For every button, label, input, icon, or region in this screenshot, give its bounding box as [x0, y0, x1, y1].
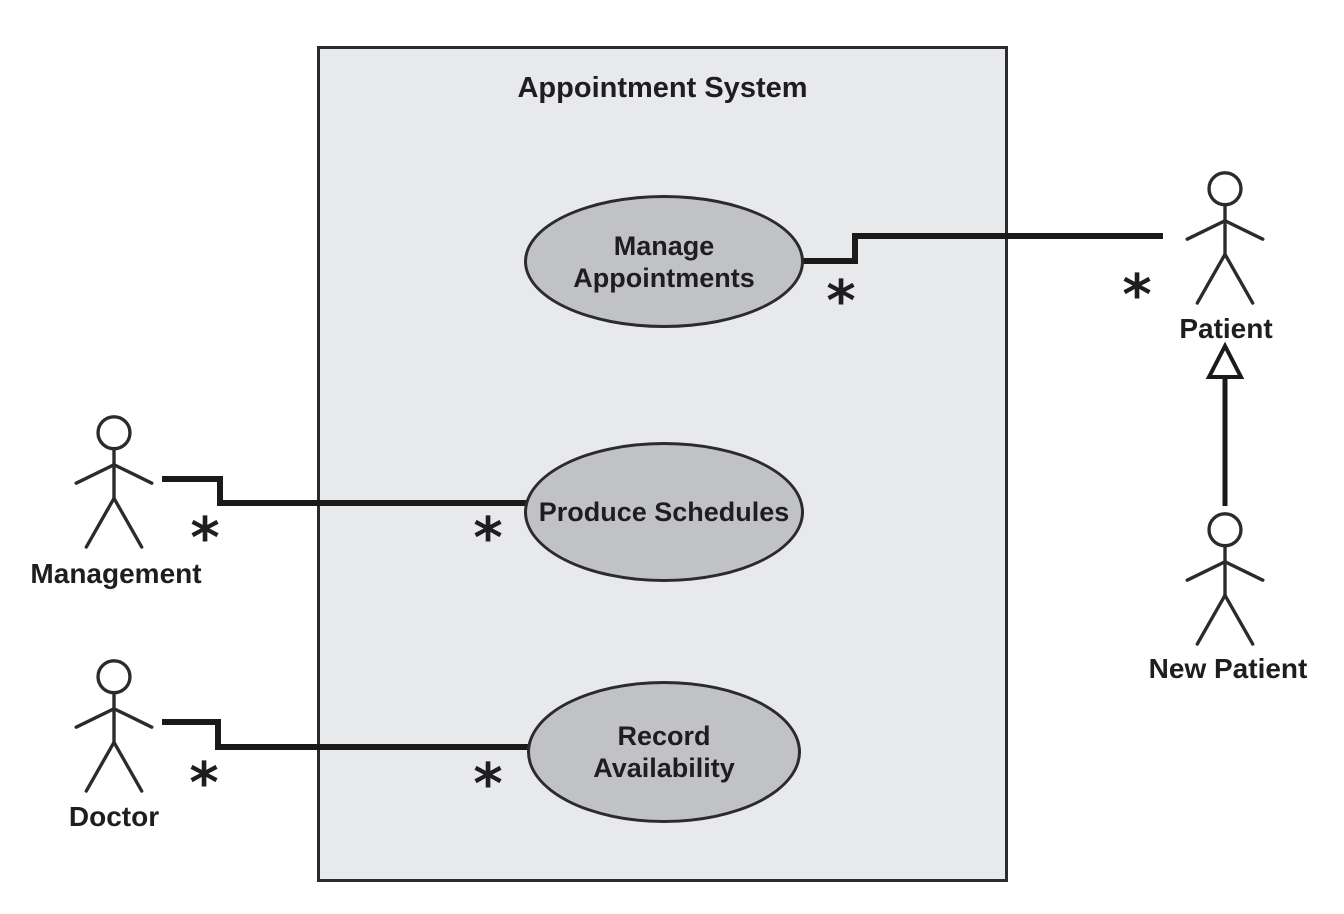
new-patient-actor-icon	[1185, 512, 1265, 646]
new-patient-actor-label: New Patient	[1148, 653, 1308, 684]
use-case-manage-appointments: Manage Appointments	[524, 195, 804, 328]
use-case-label: Manage	[613, 230, 715, 261]
doctor-actor-icon	[74, 659, 154, 793]
multiplicity-star-produce-schedules-end: *	[473, 506, 503, 572]
association-management-produce-schedules	[162, 476, 540, 506]
management-actor-label: Management	[30, 558, 202, 589]
use-case-label: Record	[617, 721, 711, 751]
use-case-label: Availability	[593, 753, 735, 783]
association-doctor-record-availability	[162, 719, 543, 750]
multiplicity-star-manage-appointments-end: *	[826, 269, 856, 335]
doctor-actor-label: Doctor	[68, 801, 160, 832]
use-case-label: Appointments	[573, 262, 755, 293]
multiplicity-star-management-end: *	[190, 506, 220, 572]
association-patient-manage-appointments	[795, 233, 1163, 264]
system-title: Appointment System	[517, 72, 808, 104]
multiplicity-star-record-availability-end: *	[473, 752, 503, 818]
multiplicity-star-patient-end: *	[1122, 263, 1152, 329]
generalization-arrowhead	[1205, 341, 1245, 379]
use-case-produce-schedules: Produce Schedules	[524, 442, 804, 582]
patient-actor-label: Patient	[1179, 313, 1273, 344]
use-case-label: Produce Schedules	[538, 497, 790, 527]
multiplicity-star-doctor-end: *	[189, 751, 219, 817]
management-actor-icon	[74, 415, 154, 549]
use-case-record-availability: Record Availability	[527, 681, 801, 823]
patient-actor-icon	[1185, 171, 1265, 305]
